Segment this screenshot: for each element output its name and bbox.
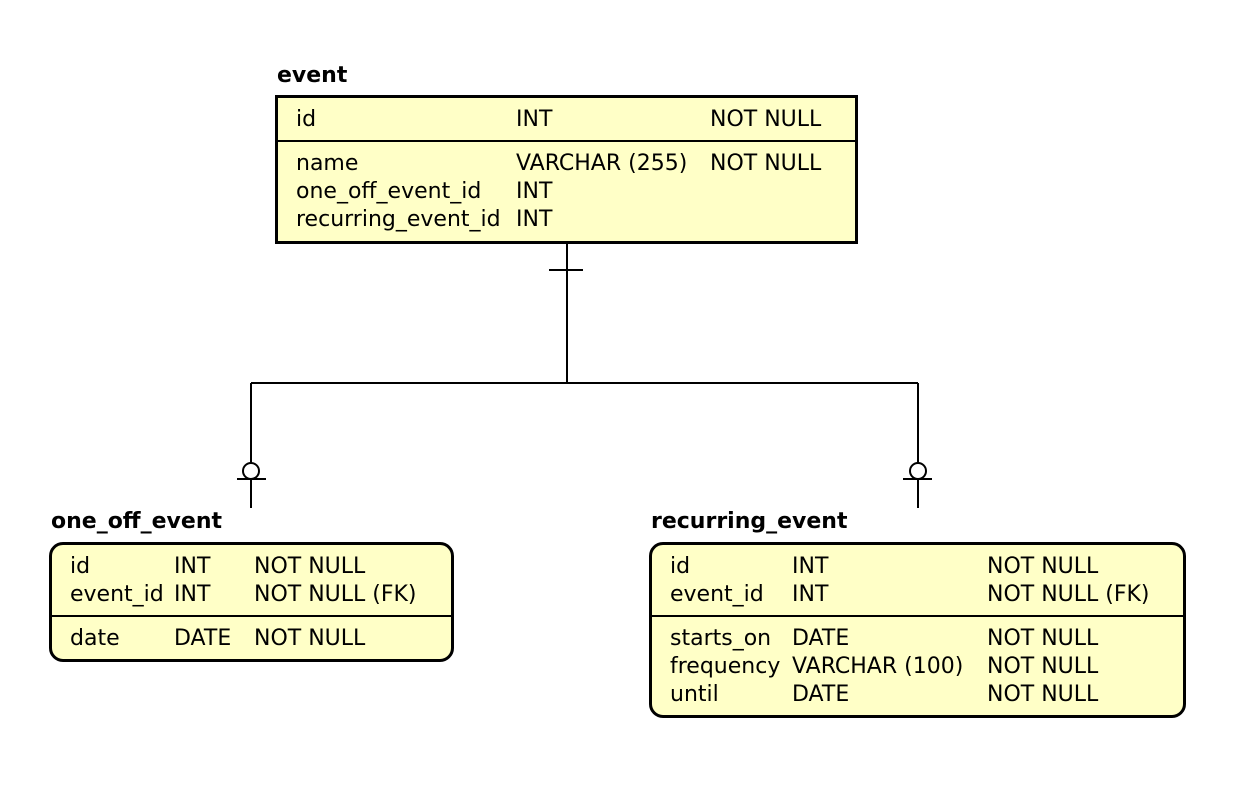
entity-row: frequency VARCHAR (100) NOT NULL	[670, 653, 1183, 681]
field-constraint: NOT NULL	[987, 654, 1099, 679]
entity-row: recurring_event_id INT	[296, 206, 855, 234]
entity-title-recurring-event: recurring_event	[651, 509, 848, 534]
field-name: name	[296, 151, 359, 176]
entity-row: event_id INT NOT NULL (FK)	[70, 581, 451, 609]
field-constraint: NOT NULL	[710, 107, 822, 132]
entity-title-one-off-event: one_off_event	[51, 509, 222, 534]
entity-one-off-event[interactable]: id INT NOT NULL event_id INT NOT NULL (F…	[49, 542, 454, 662]
entity-recurring-event[interactable]: id INT NOT NULL event_id INT NOT NULL (F…	[649, 542, 1186, 718]
field-name: id	[70, 554, 91, 579]
entity-row: date DATE NOT NULL	[70, 625, 451, 653]
zero-or-one-circle-right	[909, 462, 927, 480]
entity-row: name VARCHAR (255) NOT NULL	[296, 150, 855, 178]
entity-row: starts_on DATE NOT NULL	[670, 625, 1183, 653]
field-constraint: NOT NULL (FK)	[987, 582, 1150, 607]
entity-title-event: event	[277, 63, 348, 88]
field-type: VARCHAR (100)	[792, 654, 964, 679]
field-name: starts_on	[670, 626, 772, 651]
entity-one-off-event-key-section: id INT NOT NULL event_id INT NOT NULL (F…	[52, 545, 451, 615]
entity-event[interactable]: id INT NOT NULL name VARCHAR (255) NOT N…	[275, 95, 858, 244]
field-name: event_id	[70, 582, 164, 607]
field-name: event_id	[670, 582, 764, 607]
entity-recurring-event-attr-section: starts_on DATE NOT NULL frequency VARCHA…	[652, 617, 1183, 709]
field-constraint: NOT NULL (FK)	[254, 582, 417, 607]
field-name: date	[70, 626, 120, 651]
entity-row: one_off_event_id INT	[296, 178, 855, 206]
field-constraint: NOT NULL	[254, 554, 366, 579]
entity-divider	[278, 140, 855, 142]
field-type: DATE	[792, 626, 850, 651]
entity-row: until DATE NOT NULL	[670, 681, 1183, 709]
field-type: VARCHAR (255)	[516, 151, 688, 176]
field-name: id	[296, 107, 317, 132]
field-type: DATE	[792, 682, 850, 707]
field-constraint: NOT NULL	[987, 554, 1099, 579]
field-name: one_off_event_id	[296, 179, 482, 204]
field-type: INT	[516, 207, 553, 232]
field-type: INT	[516, 179, 553, 204]
field-name: until	[670, 682, 719, 707]
zero-or-one-circle-left	[242, 462, 260, 480]
entity-row: id INT NOT NULL	[296, 106, 855, 134]
field-constraint: NOT NULL	[987, 682, 1099, 707]
entity-row: event_id INT NOT NULL (FK)	[670, 581, 1183, 609]
entity-event-attr-section: name VARCHAR (255) NOT NULL one_off_even…	[278, 142, 855, 234]
field-type: DATE	[174, 626, 232, 651]
entity-row: id INT NOT NULL	[670, 553, 1183, 581]
field-type: INT	[174, 554, 211, 579]
field-name: recurring_event_id	[296, 207, 501, 232]
entity-row: id INT NOT NULL	[70, 553, 451, 581]
entity-divider	[52, 615, 451, 617]
entity-recurring-event-key-section: id INT NOT NULL event_id INT NOT NULL (F…	[652, 545, 1183, 615]
field-name: id	[670, 554, 691, 579]
entity-event-key-section: id INT NOT NULL	[278, 98, 855, 140]
field-constraint: NOT NULL	[710, 151, 822, 176]
field-constraint: NOT NULL	[254, 626, 366, 651]
field-type: INT	[792, 582, 829, 607]
entity-divider	[652, 615, 1183, 617]
field-name: frequency	[670, 654, 781, 679]
entity-one-off-event-attr-section: date DATE NOT NULL	[52, 617, 451, 653]
field-type: INT	[174, 582, 211, 607]
field-constraint: NOT NULL	[987, 626, 1099, 651]
field-type: INT	[516, 107, 553, 132]
field-type: INT	[792, 554, 829, 579]
